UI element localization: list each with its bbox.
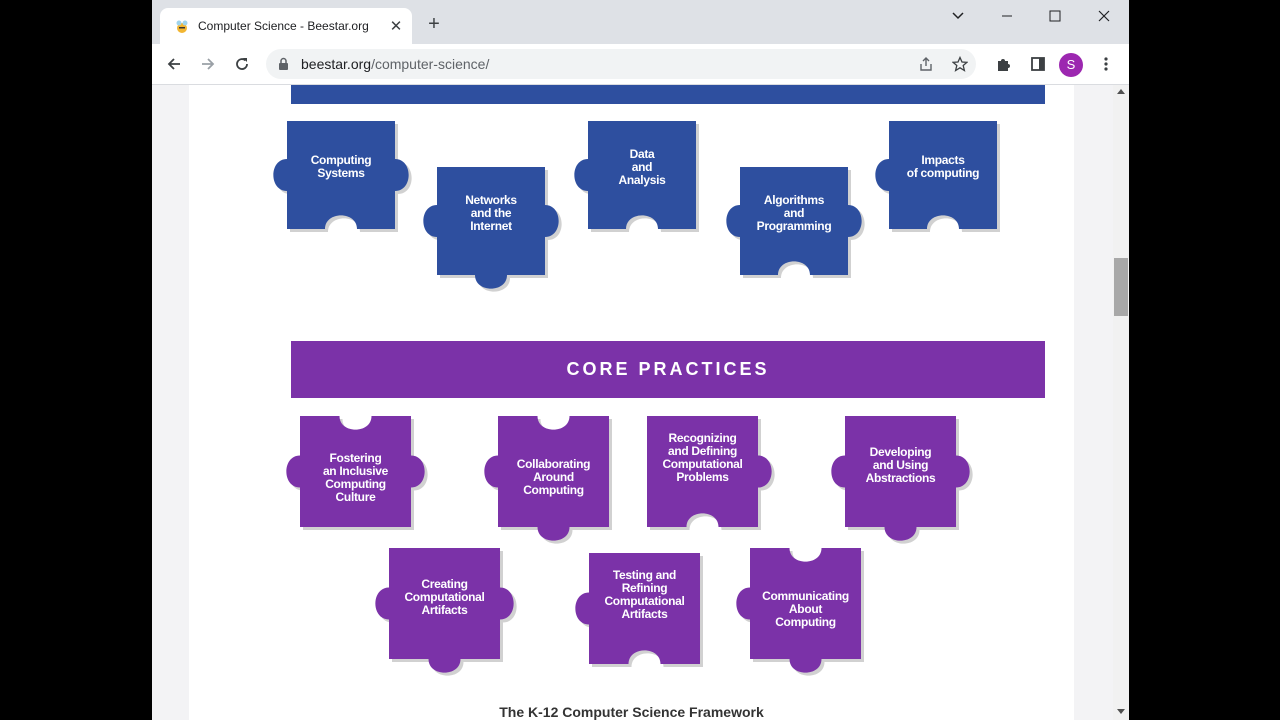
practice-label: Fostering an Inclusive Computing Culture bbox=[322, 450, 389, 504]
concept-piece-shape bbox=[273, 121, 412, 232]
minimize-icon[interactable] bbox=[984, 0, 1030, 32]
address-bar[interactable]: beestar.org/computer-science/ bbox=[266, 49, 976, 79]
extensions-icon[interactable] bbox=[990, 52, 1018, 76]
practice-label: Creating Computational Artifacts bbox=[404, 577, 485, 617]
concept-piece-body bbox=[423, 167, 559, 289]
core-practices-banner: CORE PRACTICES bbox=[291, 341, 1045, 398]
close-tab-icon[interactable]: ✕ bbox=[389, 18, 403, 35]
concept-piece-shape bbox=[875, 121, 1000, 232]
practice-piece: Communicating About Computing bbox=[736, 548, 864, 676]
concept-piece-body bbox=[574, 121, 696, 229]
url-host: beestar.org bbox=[301, 56, 372, 72]
lock-icon[interactable] bbox=[278, 57, 289, 76]
concept-label: Impacts of computing bbox=[906, 153, 980, 180]
practice-label: Communicating About Computing bbox=[762, 589, 849, 629]
scrollbar-thumb[interactable] bbox=[1114, 258, 1128, 316]
concept-piece: Data and Analysis bbox=[574, 121, 699, 232]
new-tab-icon[interactable]: + bbox=[428, 13, 440, 35]
practice-piece-body bbox=[647, 416, 772, 527]
bookmark-star-icon[interactable] bbox=[951, 55, 969, 77]
favicon-icon bbox=[174, 19, 190, 35]
practice-label: Recognizing and Defining Computational P… bbox=[662, 430, 743, 484]
avatar[interactable]: S bbox=[1059, 53, 1083, 77]
concept-piece: Networks and the Internet bbox=[423, 167, 562, 292]
practice-piece: Developing and Using Abstractions bbox=[831, 416, 973, 544]
active-tab[interactable]: Computer Science - Beestar.org ✕ bbox=[160, 8, 412, 44]
practice-piece-body bbox=[484, 416, 609, 541]
url-path: /computer-science/ bbox=[371, 56, 490, 72]
practice-label: Collaborating Around Computing bbox=[516, 457, 591, 497]
practice-piece-shape bbox=[831, 416, 973, 544]
concept-piece-body bbox=[875, 121, 997, 229]
practice-label: Testing and Refining Computational Artif… bbox=[604, 567, 685, 621]
practice-piece-shape bbox=[647, 416, 775, 530]
practice-piece: Fostering an Inclusive Computing Culture bbox=[286, 416, 428, 530]
tab-search-icon[interactable] bbox=[935, 0, 981, 32]
vertical-scrollbar[interactable] bbox=[1113, 85, 1129, 720]
browser-window: Computer Science - Beestar.org ✕ + bbox=[152, 0, 1129, 720]
side-panel-icon[interactable] bbox=[1024, 52, 1052, 76]
concept-label: Algorithms and Programming bbox=[756, 192, 832, 233]
maximize-icon[interactable] bbox=[1032, 0, 1078, 32]
concept-piece: Algorithms and Programming bbox=[726, 167, 865, 278]
concept-piece-body bbox=[726, 167, 862, 275]
concept-label: Data and Analysis bbox=[618, 146, 666, 187]
core-concepts-banner bbox=[291, 85, 1045, 104]
close-window-icon[interactable] bbox=[1081, 0, 1127, 32]
practice-piece-shape bbox=[484, 416, 612, 544]
practice-piece-body bbox=[736, 548, 861, 673]
practice-piece-shape bbox=[575, 553, 703, 667]
practice-piece: Recognizing and Defining Computational P… bbox=[647, 416, 775, 530]
practice-piece-body bbox=[375, 548, 514, 673]
practice-label: Developing and Using Abstractions bbox=[865, 445, 936, 485]
practice-piece: Collaborating Around Computing bbox=[484, 416, 612, 544]
back-icon[interactable] bbox=[160, 52, 188, 76]
url-text: beestar.org/computer-science/ bbox=[301, 56, 489, 72]
scroll-down-icon[interactable] bbox=[1117, 709, 1125, 714]
concept-piece: Computing Systems bbox=[273, 121, 412, 232]
concept-piece-body bbox=[273, 121, 409, 229]
tab-title: Computer Science - Beestar.org bbox=[198, 19, 369, 33]
menu-icon[interactable] bbox=[1092, 52, 1120, 76]
concept-label: Networks and the Internet bbox=[465, 192, 517, 233]
practice-piece-body bbox=[575, 553, 700, 664]
concept-piece-shape bbox=[423, 167, 562, 292]
practice-piece-shape bbox=[375, 548, 517, 676]
concept-piece-shape bbox=[574, 121, 699, 232]
practice-piece: Creating Computational Artifacts bbox=[375, 548, 517, 676]
concept-piece-shape bbox=[726, 167, 865, 278]
practice-piece-body bbox=[831, 416, 970, 541]
concept-piece: Impacts of computing bbox=[875, 121, 1000, 232]
tab-strip: Computer Science - Beestar.org ✕ + bbox=[152, 0, 1129, 44]
figure-caption: The K-12 Computer Science Framework bbox=[499, 704, 764, 720]
concept-label: Computing Systems bbox=[310, 153, 372, 180]
practice-piece-shape bbox=[286, 416, 428, 530]
practice-piece-body bbox=[286, 416, 425, 527]
scroll-up-icon[interactable] bbox=[1117, 89, 1125, 94]
toolbar: beestar.org/computer-science/ S bbox=[152, 44, 1129, 85]
practice-piece: Testing and Refining Computational Artif… bbox=[575, 553, 703, 667]
forward-icon[interactable] bbox=[194, 52, 222, 76]
share-icon[interactable] bbox=[918, 56, 934, 77]
practice-piece-shape bbox=[736, 548, 864, 676]
reload-icon[interactable] bbox=[228, 52, 256, 76]
